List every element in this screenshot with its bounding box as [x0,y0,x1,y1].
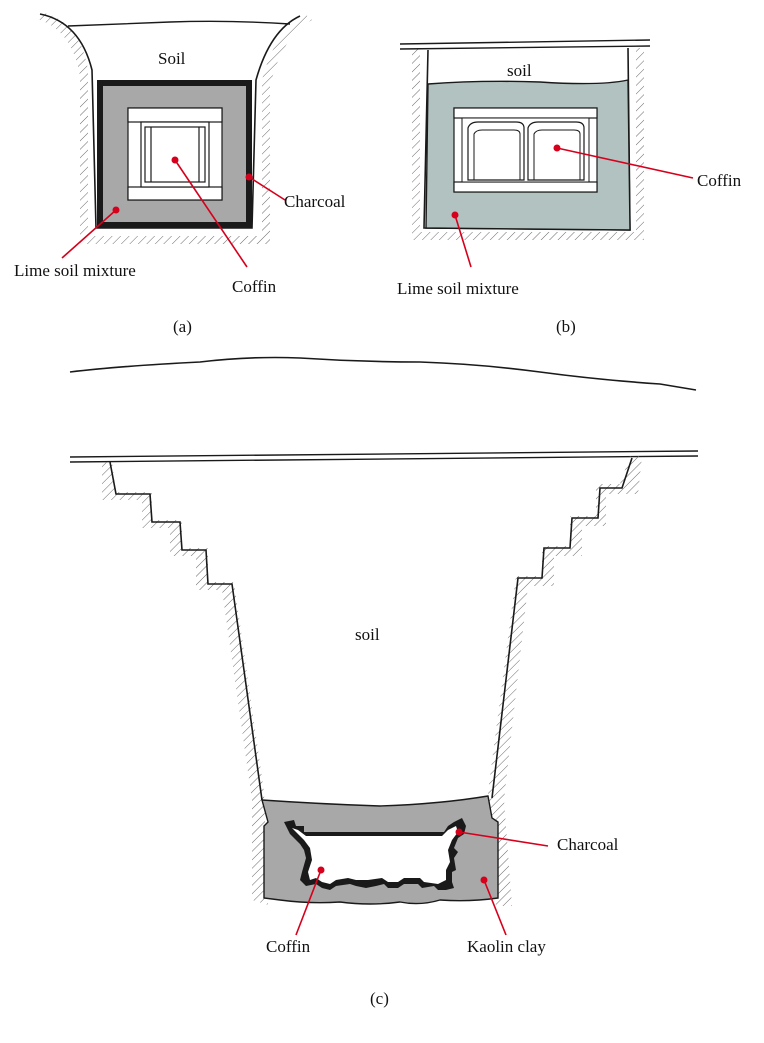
panel-b-soil-label: soil [507,61,532,80]
panel-c-hatching-right [488,456,642,906]
panel-b-lime-soil-label: Lime soil mixture [397,279,519,298]
panel-b-coffin-chamber [453,107,598,193]
panel-b-ground-line-1 [399,39,651,45]
panel-c-coffin [292,826,458,884]
panel-b-ground-line-2 [399,45,651,50]
panel-a: Soil Charcoal Lime soil mixture Coffin (… [14,12,346,336]
panel-c-pit-outline-left [109,461,263,801]
panel-a-caption: (a) [173,317,192,336]
panel-a-lime-soil-label: Lime soil mixture [14,261,136,280]
panel-c-pit-outline-right [491,457,633,799]
panel-c-charcoal-label: Charcoal [557,835,619,854]
panel-b: soil Coffin Lime soil mixture (b) [397,39,742,336]
panel-a-coffin [127,107,223,201]
panel-a-charcoal-label: Charcoal [284,192,346,211]
panel-a-soil-label: Soil [158,49,186,68]
panel-a-coffin-label: Coffin [232,277,277,296]
panel-c-coffin-label: Coffin [266,937,311,956]
panel-c-leaders [295,828,549,936]
panel-c: soil Charcoal Coffin Kaolin clay (c) [69,356,699,1008]
panel-b-caption: (b) [556,317,576,336]
panel-c-kaolin-clay-label: Kaolin clay [467,937,546,956]
panel-a-hatching [34,12,312,244]
panel-c-ground-line-1 [69,450,699,458]
panel-a-soil-surface [67,20,291,27]
panel-b-coffin-left [467,121,525,181]
panel-c-caption: (c) [370,989,389,1008]
panel-b-coffin-label: Coffin [697,171,742,190]
panel-c-soil-label: soil [355,625,380,644]
panel-b-leaders [451,144,694,268]
panel-c-hatching-left [102,462,268,905]
panel-c-ground-line-2 [69,455,699,463]
panel-a-leaders [61,156,286,268]
panel-c-surface-line [69,356,697,391]
